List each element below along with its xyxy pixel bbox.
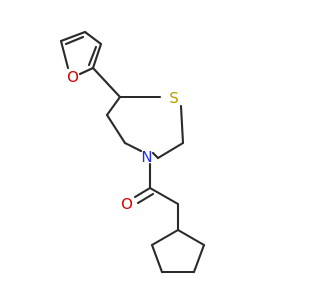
atom-o-furan: O	[67, 68, 79, 86]
atom-n: N	[141, 148, 152, 166]
bond-cp4-cp5	[150, 243, 164, 274]
bond-cp5-cp1	[150, 228, 180, 247]
bond-c2-c3	[59, 30, 87, 43]
bond-cp1-cp2	[176, 228, 206, 247]
atom-s: S	[169, 89, 179, 107]
bond-c5-c6	[105, 113, 127, 145]
bond-furan-ring-link	[91, 66, 122, 99]
acyl-chain	[133, 162, 180, 232]
bond-c3-c4	[83, 30, 103, 46]
bond-c3-n	[151, 151, 160, 160]
bond-cp2-cp3	[192, 243, 206, 274]
bond-carbonyl-double-1	[133, 186, 152, 199]
bond-c5-o1	[78, 66, 95, 76]
bond-carbonyl-double-2	[136, 192, 155, 205]
atom-o-carbonyl: O	[121, 195, 133, 213]
bond-s-c2	[179, 104, 185, 145]
thiazepane-ring	[105, 95, 185, 160]
bond-c2-c3	[156, 141, 185, 160]
bond-o1-c2	[59, 39, 70, 70]
molecule-canvas: O S N O	[59, 30, 206, 274]
bond-carbonyl-ch2	[148, 186, 180, 206]
bond-c6-c7	[105, 95, 122, 117]
bond-c2-c3-inner	[64, 35, 85, 46]
furan-ring	[59, 30, 103, 76]
bond-c4-c5-inner	[87, 45, 98, 67]
cyclopentane-ring	[150, 228, 206, 274]
bond-c4-c5	[91, 42, 103, 70]
bond-n-c5	[123, 141, 143, 153]
structure-diagram: O S N O	[59, 30, 206, 274]
